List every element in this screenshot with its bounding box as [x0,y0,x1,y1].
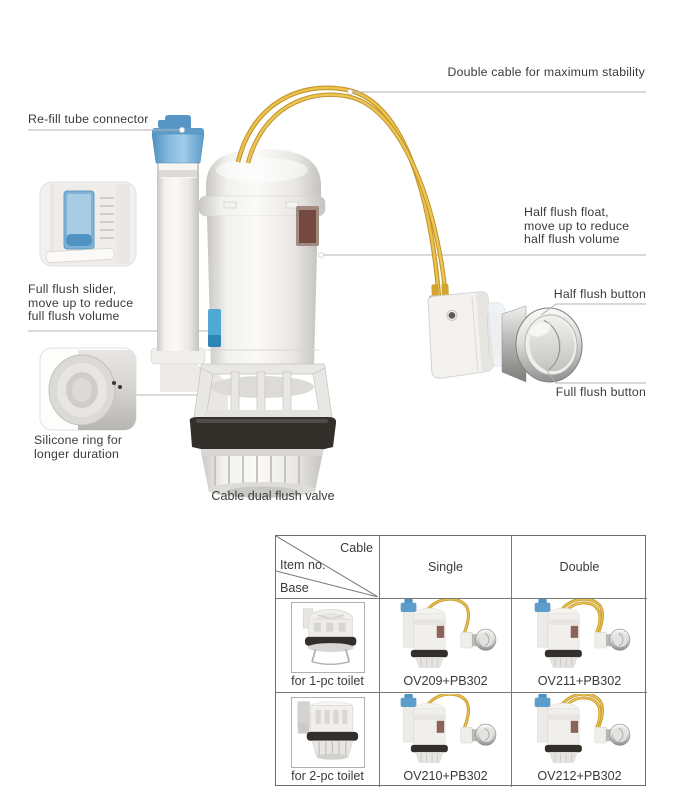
full-flush-slider-label: Full flush slider, move up to reduce ful… [28,282,134,323]
column-header-double: Double [511,536,647,598]
valve-body-illustration [189,149,337,498]
row-label: for 1-pc toilet [291,674,364,688]
double-cable-label: Double cable for maximum stability [447,65,645,79]
half-flush-button-label: Half flush button [553,287,646,301]
corner-label-item-no: Item no. [280,558,326,572]
item-number-table: Cable Item no. Base Single Double for 1-… [275,535,647,787]
product-caption: Cable dual flush valve [211,489,335,503]
thumb-double-cable-valve-image [512,599,647,673]
item-number: OV210+PB302 [403,769,488,783]
refill-tube-connector-illustration [151,115,205,164]
silicone-ring-inset-image [39,347,137,431]
base-nut-illustration [200,449,324,498]
thumb-single-cable-valve-image [380,599,511,673]
table-corner-cell: Cable Item no. Base [276,536,379,598]
flush-button-illustration [501,305,583,383]
leader-dot [318,252,324,258]
double-cable-illustration [235,85,449,299]
leader-lines-front [28,91,646,384]
silicone-ring-label: Silicone ring for longer duration [34,433,123,461]
half-flush-float-label: Half flush float, move up to reduce half… [524,205,630,246]
cable-box-illustration [427,283,510,379]
leader-dot [346,89,353,96]
leader-line-half-flush-button [540,303,646,316]
item-number: OV212+PB302 [537,769,622,783]
table-cell-ov210: OV210+PB302 [379,692,511,787]
leader-line-full-flush-button [544,367,646,384]
item-number: OV211+PB302 [537,674,622,688]
refill-tube-connector-label: Re-fill tube connector [28,112,149,126]
item-number: OV209+PB302 [403,674,488,688]
thumb-1pc-base-image [290,602,365,673]
corner-label-cable: Cable [340,541,373,555]
table-cell-ov209: OV209+PB302 [379,598,511,692]
valve-frame-illustration [192,363,334,425]
silicone-ring-illustration [189,417,337,456]
thumb-double-cable-valve-image [512,693,647,768]
corner-label-base: Base [280,581,309,595]
table-row-2pc-base-cell: for 2-pc toilet [276,692,379,787]
table-cell-ov211: OV211+PB302 [511,598,647,692]
slider-inset-image [39,181,137,267]
leader-dot [178,127,185,134]
table-row-1pc-base-cell: for 1-pc toilet [276,598,379,692]
corner-diagonal-lines [276,536,378,597]
table-cell-ov212: OV212+PB302 [511,692,647,787]
column-header-single: Single [379,536,511,598]
full-flush-button-label: Full flush button [555,385,646,399]
thumb-single-cable-valve-image [380,693,511,768]
thumb-2pc-base-image [290,697,365,768]
row-label: for 2-pc toilet [291,769,364,783]
